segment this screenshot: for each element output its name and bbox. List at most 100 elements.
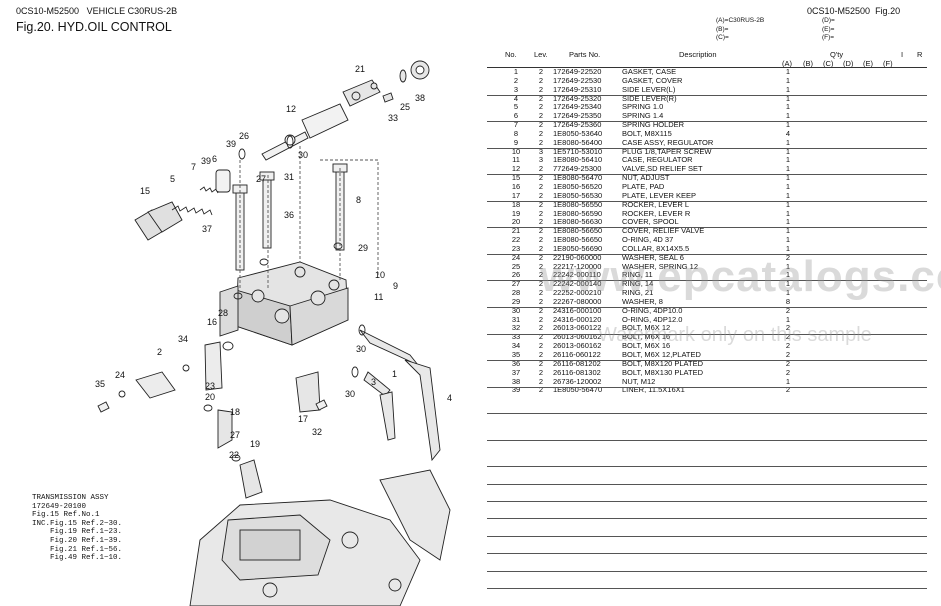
part-level: 2 <box>538 243 544 253</box>
col-qty-c: (C) <box>823 59 834 68</box>
callout-19: 19 <box>250 439 260 449</box>
tx-line: Fig.49 Ref.1~10. <box>32 554 123 563</box>
callout-17: 17 <box>298 414 308 424</box>
spring-5 <box>171 205 213 216</box>
part-number: 172649-25360 <box>553 120 602 130</box>
part-number: 1E8050-56470 <box>553 385 603 395</box>
callout-22: 22 <box>229 450 239 460</box>
part-qty-a: 2 <box>785 385 791 395</box>
part-qty-a: 1 <box>785 67 791 76</box>
rocker-levers <box>217 371 321 499</box>
part-level: 2 <box>538 208 544 218</box>
part-qty-a: 1 <box>785 181 791 191</box>
part-ref-number: 21 <box>511 226 521 236</box>
part-ref-number: 2 <box>513 75 519 85</box>
spring-holder <box>215 169 231 193</box>
part-number: 172649-22520 <box>553 67 602 76</box>
callout-12: 12 <box>286 104 296 114</box>
col-r: R <box>917 50 923 59</box>
part-level: 2 <box>538 217 544 227</box>
row-group-divider <box>487 306 927 308</box>
callout-26: 26 <box>239 131 249 141</box>
callout-15: 15 <box>140 186 150 196</box>
callout-32: 32 <box>312 427 322 437</box>
row-group-divider <box>487 121 927 123</box>
part-level: 2 <box>538 332 544 342</box>
part-ref-number: 39 <box>511 385 521 395</box>
row-group-divider <box>487 466 927 468</box>
part-number: 1E8050-56690 <box>553 243 603 253</box>
row-group-divider <box>487 386 927 388</box>
part-ref-number: 37 <box>511 367 521 377</box>
callout-27: 27 <box>256 174 266 184</box>
doc-id-left: 0CS10-M52500 <box>16 6 80 16</box>
part-level: 2 <box>538 358 544 368</box>
part-level: 3 <box>538 146 544 156</box>
part-level: 2 <box>538 270 544 280</box>
callout-21: 21 <box>355 64 365 74</box>
part-number: 26116-060122 <box>553 350 601 359</box>
part-description: SPRING 1.0 <box>622 102 664 112</box>
variant-d: (D)= <box>822 17 835 24</box>
part-description: GASKET, COVER <box>622 75 683 85</box>
part-ref-number: 31 <box>511 314 521 324</box>
part-ref-number: 10 <box>511 146 521 156</box>
part-description: BOLT, M8X120 PLATED <box>622 358 704 368</box>
part-description: CASE, REGULATOR <box>622 155 693 165</box>
tx-line: Fig.19 Ref.1~23. <box>32 528 123 537</box>
col-qty-a: (A) <box>782 59 792 68</box>
part-description: COVER, RELIEF VALVE <box>622 226 705 236</box>
part-qty-a: 2 <box>785 252 791 262</box>
part-number: 1E8080-56550 <box>553 199 603 209</box>
part-number: 26013-060162 <box>553 332 602 342</box>
part-level: 2 <box>538 305 544 315</box>
col-qty: Q'ty <box>830 50 844 59</box>
part-description: LINER, 11.5X16X1 <box>622 385 685 395</box>
part-description: NUT, ADJUST <box>622 173 670 183</box>
small-bolts <box>97 399 328 413</box>
part-description: ROCKER, LEVER L <box>622 199 690 209</box>
relief-valve-set <box>261 103 349 161</box>
callout-7: 7 <box>191 162 196 172</box>
row-group-divider <box>487 280 927 282</box>
part-level: 2 <box>538 164 544 174</box>
part-description: O-RING, 4DP12.0 <box>622 314 683 324</box>
part-description: COLLAR, 8X14X5.5 <box>622 243 690 253</box>
part-level: 2 <box>538 296 544 306</box>
part-qty-a: 1 <box>785 93 791 103</box>
part-qty-a: 1 <box>785 243 791 253</box>
callout-39: 39 <box>226 139 236 149</box>
part-qty-a: 1 <box>785 270 791 280</box>
part-qty-a: 1 <box>785 279 791 289</box>
callout-29: 29 <box>358 243 368 253</box>
callout-18: 18 <box>230 407 240 417</box>
part-qty-a: 1 <box>785 190 791 200</box>
part-description: RING, 14 <box>622 279 654 289</box>
part-qty-a: 1 <box>785 288 791 298</box>
part-level: 2 <box>538 261 544 271</box>
part-level: 2 <box>538 252 544 262</box>
callout-36: 36 <box>284 210 294 220</box>
part-ref-number: 33 <box>511 332 521 342</box>
part-level: 2 <box>538 376 544 386</box>
empty-row-divider <box>487 571 927 572</box>
part-number: 172649-25340 <box>553 102 602 112</box>
callout-6: 6 <box>212 154 217 164</box>
callout-numbers: 21 38 25 33 12 26 39 6 7 39 5 15 30 31 2… <box>95 64 452 460</box>
diagram-drawing <box>97 60 451 606</box>
callout-33: 33 <box>388 113 398 123</box>
